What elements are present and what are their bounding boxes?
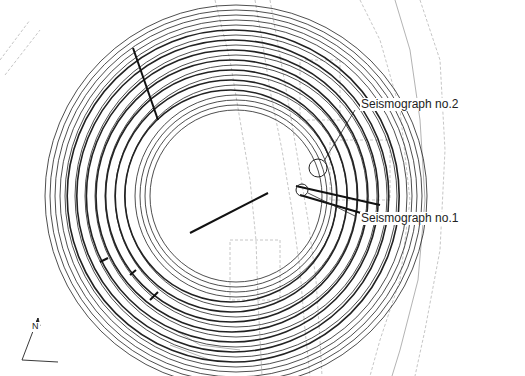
seismograph-marker bbox=[296, 184, 308, 196]
callout-label: N bbox=[31, 322, 40, 332]
seating-ring bbox=[75, 35, 397, 357]
seating-ring bbox=[106, 70, 358, 322]
site-outlines bbox=[0, 0, 445, 376]
section-lines bbox=[100, 48, 380, 300]
seating-ring bbox=[86, 50, 378, 342]
seating-ring bbox=[50, 10, 422, 376]
callout-label: Seismograph no.1 bbox=[360, 212, 459, 225]
seating-ring bbox=[96, 60, 368, 332]
north-arrow bbox=[22, 318, 58, 362]
seating-ring bbox=[45, 5, 427, 376]
callout-label: Seismograph no.2 bbox=[360, 98, 459, 111]
seating-ring bbox=[115, 75, 357, 317]
seating-ring bbox=[140, 100, 332, 292]
seating-rings bbox=[45, 5, 427, 376]
seating-ring bbox=[145, 105, 327, 287]
seating-ring bbox=[95, 55, 377, 337]
seating-ring bbox=[67, 30, 399, 362]
seating-ring bbox=[60, 20, 412, 372]
seating-ring bbox=[85, 45, 387, 347]
seating-ring bbox=[105, 65, 367, 327]
seating-ring bbox=[150, 110, 322, 282]
leader-lines bbox=[308, 110, 355, 216]
seismograph-marker bbox=[309, 159, 327, 177]
seating-ring bbox=[115, 80, 347, 312]
seating-ring bbox=[65, 25, 407, 367]
seating-ring bbox=[55, 15, 417, 376]
seating-ring bbox=[77, 40, 389, 352]
